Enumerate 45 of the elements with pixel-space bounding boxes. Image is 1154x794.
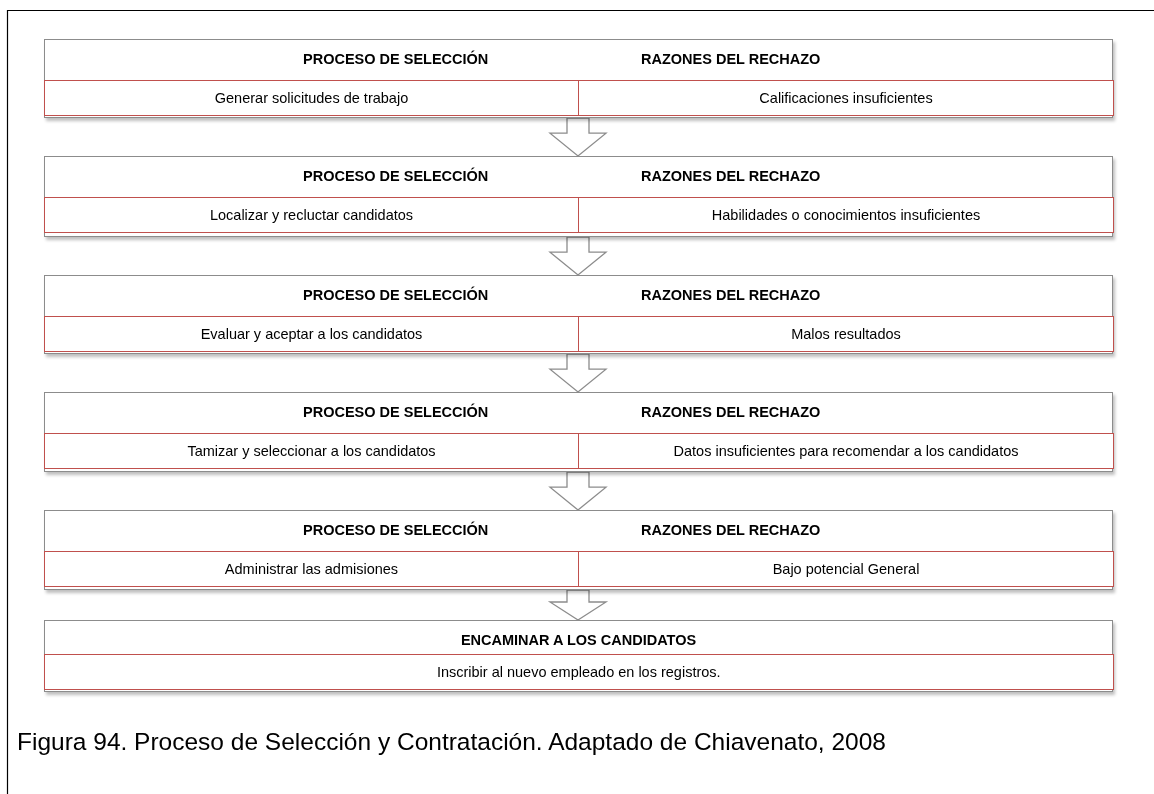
column-heading: RAZONES DEL RECHAZO xyxy=(641,168,821,184)
column-heading: PROCESO DE SELECCIÓN xyxy=(303,287,489,303)
block-arrow xyxy=(548,117,608,157)
column-heading: RAZONES DEL RECHAZO xyxy=(641,404,821,420)
step-box xyxy=(578,551,1114,587)
block-arrow xyxy=(548,236,608,276)
step-text: Administrar las admisiones xyxy=(224,561,399,577)
column-heading: RAZONES DEL RECHAZO xyxy=(641,522,821,538)
step-box xyxy=(578,316,1114,352)
column-heading: PROCESO DE SELECCIÓN xyxy=(303,51,489,67)
step-box xyxy=(43,551,580,587)
step-text: Bajo potencial General xyxy=(772,561,920,577)
column-heading: ENCAMINAR A LOS CANDIDATOS xyxy=(460,632,697,648)
stage-box xyxy=(44,510,1113,590)
step-box xyxy=(578,80,1114,116)
stage-box xyxy=(44,156,1113,237)
block-arrow xyxy=(548,471,608,511)
step-text: Evaluar y aceptar a los candidatos xyxy=(200,326,423,342)
column-heading: PROCESO DE SELECCIÓN xyxy=(303,404,489,420)
step-text: Tamizar y seleccionar a los candidatos xyxy=(187,443,436,459)
step-text: Datos insuficientes para recomendar a los candidatos xyxy=(673,443,1019,459)
figure-caption: Figura 94. Proceso de Selección y Contratación. Adaptado de Chiavenato, 2008 xyxy=(17,728,886,756)
block-arrow xyxy=(547,589,609,621)
column-heading: RAZONES DEL RECHAZO xyxy=(641,287,821,303)
step-box xyxy=(43,80,580,116)
column-heading: PROCESO DE SELECCIÓN xyxy=(303,522,489,538)
step-text: Inscribir al nuevo empleado en los registros. xyxy=(436,664,721,680)
step-box xyxy=(43,654,1114,690)
step-box xyxy=(43,433,580,469)
stage-box xyxy=(44,39,1113,118)
stage-box xyxy=(44,620,1113,692)
step-box xyxy=(43,197,580,233)
step-text: Generar solicitudes de trabajo xyxy=(214,90,409,106)
column-heading: RAZONES DEL RECHAZO xyxy=(641,51,821,67)
step-text: Localizar y recluctar candidatos xyxy=(209,207,414,223)
step-text: Malos resultados xyxy=(791,326,901,342)
step-box xyxy=(578,197,1114,233)
column-heading: PROCESO DE SELECCIÓN xyxy=(303,168,489,184)
step-box xyxy=(43,316,580,352)
stage-box xyxy=(44,275,1113,354)
step-text: Habilidades o conocimientos insuficientes xyxy=(711,207,981,223)
step-text: Calificaciones insuficientes xyxy=(759,90,933,106)
step-box xyxy=(578,433,1114,469)
stage-box xyxy=(44,392,1113,472)
block-arrow xyxy=(548,353,608,393)
